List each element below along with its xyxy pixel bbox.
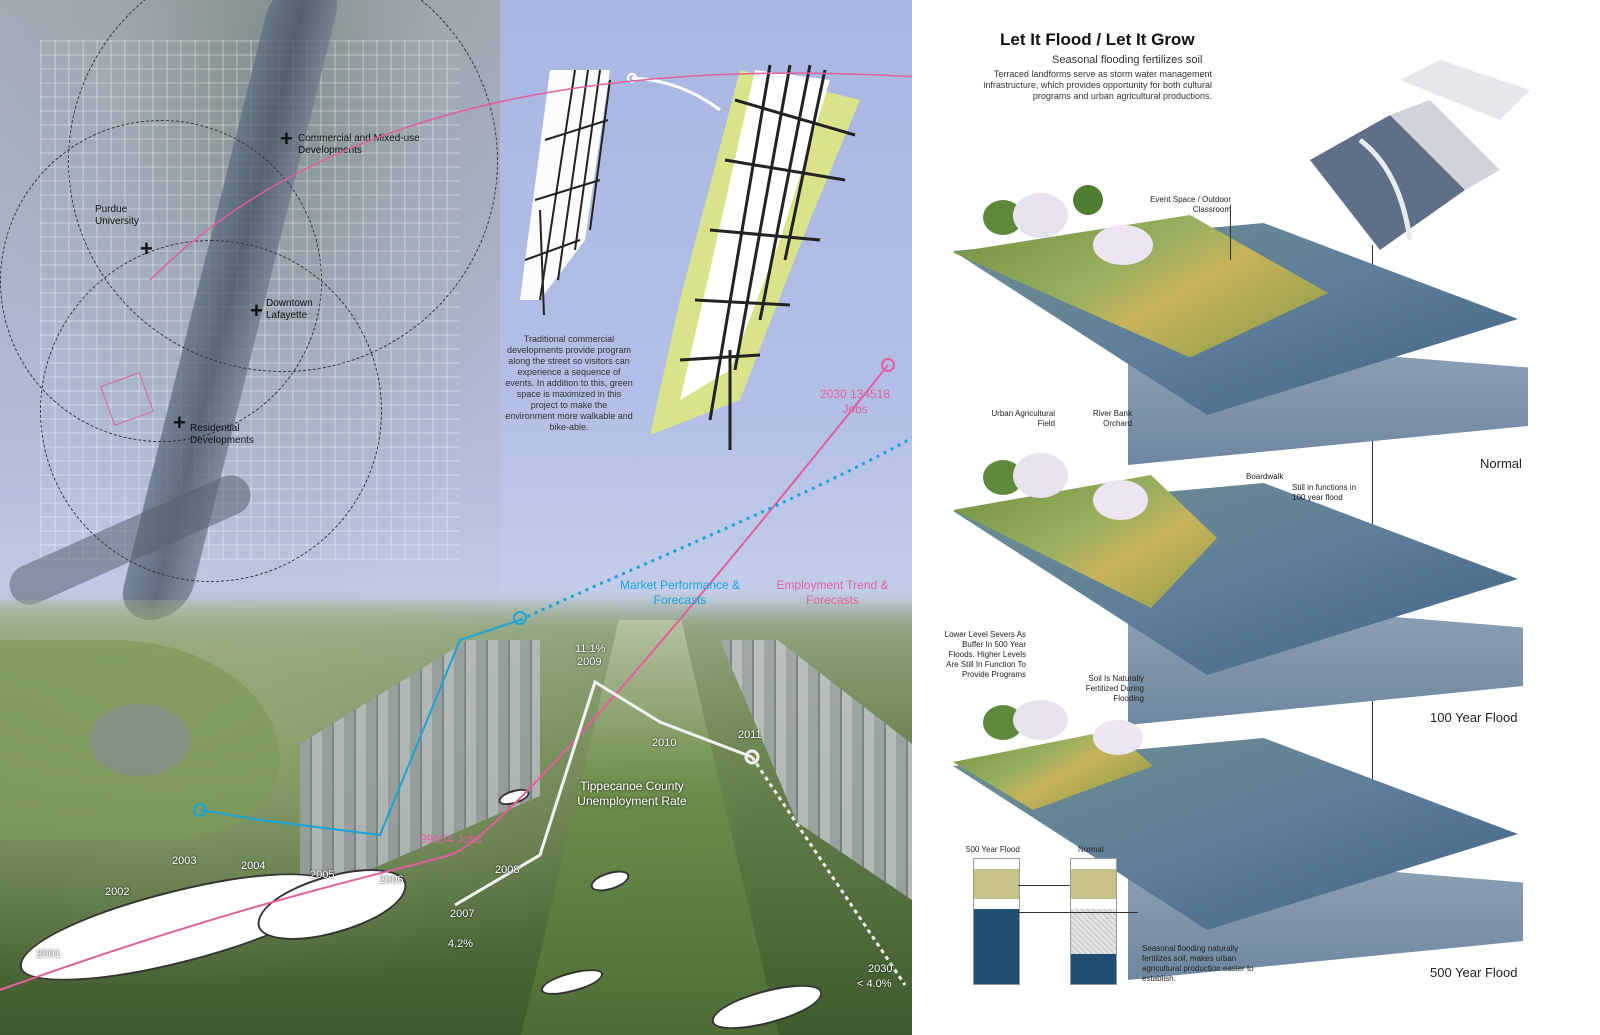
label-event-space: Event Space / Outdoor Classroom: [1150, 195, 1231, 214]
diagram-large: [650, 64, 860, 450]
point-2009-value: 11.1%: [575, 643, 606, 655]
point-2009-year: 2009: [577, 656, 602, 668]
site-model-3d: [1310, 60, 1530, 250]
year-2003: 2003: [172, 855, 197, 867]
leader-line: [1230, 205, 1231, 260]
employment-2030-label: 2030 134518 Jobs: [819, 387, 891, 416]
point-2010-year: 2010: [652, 737, 677, 749]
market-start-marker: [193, 803, 207, 817]
diagram-small: [520, 69, 611, 316]
blossom-tree: [1093, 225, 1153, 265]
year-2004: 2004: [241, 860, 266, 872]
section-connector-line: [1372, 245, 1373, 785]
point-2008-year: 2008: [495, 864, 520, 876]
label-lower-level: Lower Level Severs As Buffer In 500 Year…: [944, 630, 1026, 679]
label-boardwalk: Boardwalk: [1246, 472, 1284, 481]
unemployment-marker: [744, 749, 760, 765]
mini-water: [974, 909, 1019, 984]
radius-circle-residential: [40, 240, 382, 582]
label-purdue: Purdue University: [95, 204, 139, 227]
label-residential: Residential Developments: [190, 423, 254, 446]
residential-marker-icon: +: [173, 410, 186, 435]
year-2005: 2005: [310, 869, 335, 881]
left-collage: + Commercial and Mixed-use Developments …: [0, 0, 912, 1035]
market-end-marker: [513, 611, 527, 625]
blossom-tree: [1013, 453, 1068, 498]
section-normal: [953, 185, 1528, 475]
trend-charts: [0, 72, 912, 991]
blossom-tree: [1093, 480, 1148, 520]
label-commercial: Commercial and Mixed-use Developments: [298, 133, 420, 156]
transform-arrow: [631, 76, 721, 112]
year-2001: 2001: [36, 948, 61, 960]
label-soil: Soil Is Naturally Fertilized During Floo…: [1085, 674, 1144, 703]
page-subtitle: Seasonal flooding fertilizes soil: [1052, 54, 1203, 66]
mini-label-500: 500 Year Flood: [966, 845, 1020, 854]
market-label: Market Performance & Forecasts: [619, 578, 741, 607]
mini-land: [1071, 869, 1116, 899]
commercial-marker-icon: +: [280, 126, 293, 151]
market-forecast-line: [519, 436, 912, 622]
mini-land: [974, 869, 1019, 899]
state-normal: Normal: [1480, 456, 1522, 471]
mini-terrace: [1071, 909, 1116, 954]
employment-end-marker: [881, 358, 895, 372]
page-title: Let It Flood / Let It Grow: [1000, 30, 1195, 49]
state-100-year-flood: 100 Year Flood: [1430, 710, 1518, 725]
mini-section-normal: [1070, 858, 1117, 985]
point-2007-value: 4.2%: [448, 938, 474, 950]
unemployment-line: [454, 679, 753, 907]
page-description: Terraced landforms serve as storm water …: [983, 69, 1212, 101]
mini-label-normal: Normal: [1078, 845, 1104, 854]
purdue-marker-icon: +: [140, 236, 153, 261]
label-downtown: Downtown Lafayette: [266, 298, 313, 321]
mini-note: Seasonal flooding naturally fertilizes s…: [1142, 944, 1254, 983]
diagram-description: Traditional commercial developments prov…: [505, 334, 633, 432]
employment-label: Employment Trend & Forecasts: [776, 578, 889, 607]
year-2002: 2002: [105, 886, 130, 898]
section-100-year-flood: [953, 445, 1523, 735]
label-still-functions: Still in functions in 100 year flood: [1292, 483, 1357, 502]
unemployment-forecast-line: [750, 756, 907, 986]
mini-connector: [1018, 912, 1138, 913]
employment-2006-label: 99554 Jobs: [420, 832, 483, 846]
downtown-marker-icon: +: [250, 298, 263, 323]
point-2011-year: 2011: [738, 729, 762, 741]
blossom-tree: [1013, 193, 1068, 238]
street-diagram: [520, 64, 860, 450]
unemployment-title: Tippecanoe County Unemployment Rate: [577, 779, 687, 808]
mini-water: [1071, 954, 1116, 984]
blossom-tree: [1093, 720, 1143, 755]
connector-curve: [149, 72, 912, 281]
state-500-year-flood: 500 Year Flood: [1430, 965, 1518, 980]
mini-connector: [1018, 885, 1070, 886]
mini-section-500: [973, 858, 1020, 985]
label-orchard: River Bank Orchard: [1092, 409, 1132, 428]
point-2030-value: < 4.0%: [857, 978, 892, 990]
point-2030-year: 2030: [868, 963, 893, 975]
blossom-tree: [1013, 700, 1068, 740]
tree: [1073, 185, 1103, 215]
year-2006: 2006: [379, 874, 404, 886]
market-line: [199, 619, 521, 837]
label-urban-field: Urban Agricultural Field: [991, 409, 1055, 428]
point-2007-year: 2007: [450, 908, 475, 920]
employment-line: [0, 364, 889, 991]
section-500-year-flood: [953, 700, 1523, 990]
